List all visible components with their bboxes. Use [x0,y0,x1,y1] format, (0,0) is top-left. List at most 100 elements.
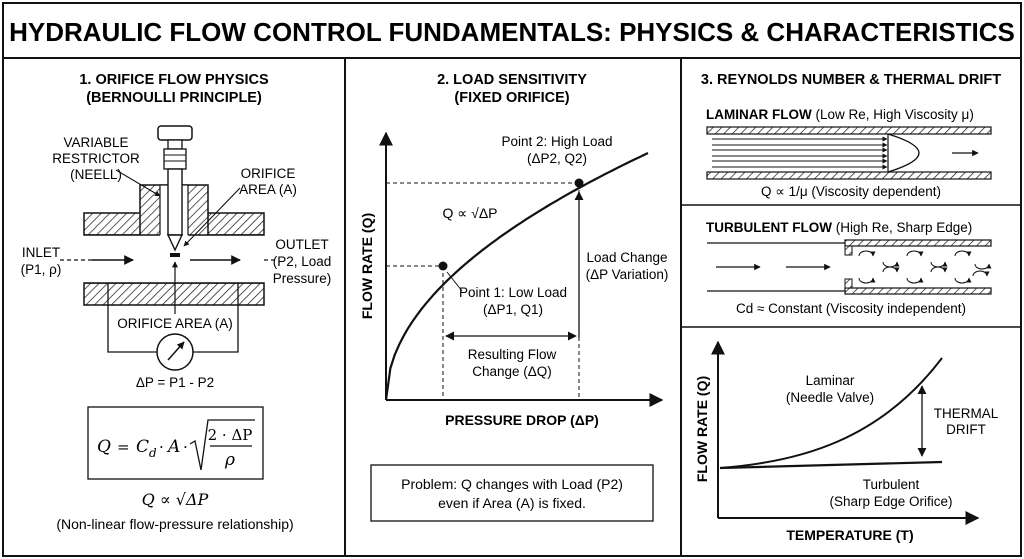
svg-text:OUTLET: OUTLET [275,237,328,252]
eddy-icon [906,277,924,284]
svg-text:Load Change: Load Change [586,250,667,265]
orifice-area-top-label: ORIFICE AREA (A) [239,166,297,197]
svg-text:Laminar: Laminar [806,373,855,388]
svg-text:VARIABLE: VARIABLE [63,135,128,150]
orifice-area-bottom-label: ORIFICE AREA (A) [117,316,233,331]
chart1-y-label: FLOW RATE (Q) [359,213,375,319]
svg-text:Point 2: High Load: Point 2: High Load [501,134,612,149]
turbulent-eddies [858,250,992,284]
eddy-icon [930,266,948,273]
resulting-flow-label: Resulting Flow Change (ΔQ) [468,347,557,379]
svg-text:(ΔP1, Q1): (ΔP1, Q1) [483,302,543,317]
eddy-icon [858,250,876,257]
svg-text:INLET: INLET [22,245,60,260]
panel-orifice-flow: 1. ORIFICE FLOW PHYSICS (BERNOULLI PRINC… [21,72,332,532]
proportionality-note: (Non-linear flow-pressure relationship) [56,516,293,532]
turbulent-curve-label: Turbulent (Sharp Edge Orifice) [829,477,952,509]
svg-text:Pressure): Pressure) [273,271,332,286]
panel2-heading-1: 2. LOAD SENSITIVITY [437,72,587,88]
inlet-label: INLET (P1, ρ) [21,245,62,277]
panel2-heading-2: (FIXED ORIFICE) [454,90,569,106]
eddy-icon [882,261,900,268]
svg-text:(Sharp Edge Orifice): (Sharp Edge Orifice) [829,494,952,509]
svg-text:A: A [166,437,180,457]
eddy-icon [972,270,990,277]
svg-text:=: = [117,438,130,456]
svg-text:Change (ΔQ): Change (ΔQ) [472,364,552,379]
svg-text:(P2, Load: (P2, Load [273,254,332,269]
svg-text:THERMAL: THERMAL [934,406,999,421]
panel-load-sensitivity: 2. LOAD SENSITIVITY (FIXED ORIFICE) FLOW… [359,72,669,522]
svg-text:Resulting Flow: Resulting Flow [468,347,557,362]
svg-text:Point 1: Low Load: Point 1: Low Load [459,285,567,300]
problem-box: Problem: Q changes with Load (P2) even i… [370,464,654,522]
svg-text:RESTRICTOR: RESTRICTOR [52,151,140,166]
svg-text:C: C [136,437,149,457]
svg-text:Q: Q [97,437,111,457]
svg-text:DRIFT: DRIFT [946,422,986,437]
svg-text:·: · [183,438,188,456]
eddy-icon [954,277,972,284]
turbulent-pipe [707,239,992,295]
thermal-drift-label: THERMAL DRIFT [934,406,999,437]
svg-text:Problem: Q changes with Load (: Problem: Q changes with Load (P2) [401,476,623,492]
page-title: HYDRAULIC FLOW CONTROL FUNDAMENTALS: PHY… [9,17,1015,47]
point-1-label: Point 1: Low Load (ΔP1, Q1) [459,285,567,317]
handle-knob [157,125,193,141]
svg-text:(ΔP2, Q2): (ΔP2, Q2) [527,151,587,166]
svg-text:(P1, ρ): (P1, ρ) [21,262,62,277]
svg-text:·: · [159,438,164,456]
panel3-heading: 3. REYNOLDS NUMBER & THERMAL DRIFT [701,72,1001,88]
laminar-note: Q ∝ 1/μ (Viscosity dependent) [761,184,941,199]
gauge-needle-icon [167,341,185,361]
panel1-heading-2: (BERNOULLI PRINCIPLE) [86,90,262,106]
svg-text:(ΔP Variation): (ΔP Variation) [586,267,669,282]
pressure-gauge [107,283,239,371]
sqrt-curve [384,152,649,401]
outlet-label: OUTLET (P2, Load Pressure) [273,237,332,286]
laminar-heading: LAMINAR FLOW (Low Re, High Viscosity μ) [706,107,974,122]
svg-text:Turbulent: Turbulent [863,477,920,492]
svg-text:(Needle Valve): (Needle Valve) [786,390,874,405]
svg-text:AREA (A): AREA (A) [239,182,297,197]
eddy-icon [930,261,948,268]
eddy-icon [954,250,972,257]
point-1-marker [438,261,448,271]
chart2-x-label: TEMPERATURE (T) [786,527,913,543]
eddy-icon [858,277,876,284]
turbulent-line [719,460,943,470]
point-1-leader [446,271,463,292]
restrictor-label: VARIABLE RESTRICTOR (NEELL) [52,135,140,182]
load-change-label: Load Change (ΔP Variation) [586,250,669,282]
laminar-pipe [706,126,992,180]
laminar-curve-label: Laminar (Needle Valve) [786,373,874,405]
chart1-x-label: PRESSURE DROP (ΔP) [445,412,599,428]
svg-text:d: d [149,446,157,460]
delta-p-label: ΔP = P1 - P2 [136,375,214,390]
eddy-icon [906,250,924,257]
velocity-profile [887,133,920,173]
svg-text:even if Area (A) is fixed.: even if Area (A) is fixed. [438,495,586,511]
turbulent-note: Cd ≈ Constant (Viscosity independent) [736,301,966,316]
svg-text:ORIFICE: ORIFICE [241,166,296,181]
eddy-icon [882,266,900,273]
svg-text:(NEELL): (NEELL) [70,167,122,182]
curve-label: Q ∝ √ΔP [442,205,497,221]
chart2-y-label: FLOW RATE (Q) [694,376,710,482]
eddy-icon [974,263,992,270]
restrictor-leader [115,169,161,197]
turbulent-heading: TURBULENT FLOW (High Re, Sharp Edge) [706,220,972,235]
point-2-label: Point 2: High Load (ΔP2, Q2) [501,134,612,166]
point-2-marker [574,178,584,188]
svg-text:ρ: ρ [224,450,235,470]
svg-text:2 · ΔP: 2 · ΔP [208,426,253,444]
needle-restrictor [157,125,193,252]
proportionality-label: Q ∝ √ΔP [142,490,209,509]
panel-reynolds-thermal: 3. REYNOLDS NUMBER & THERMAL DRIFT LAMIN… [694,72,1001,543]
laminar-curve [719,357,943,469]
flow-formula: Q = C d · A · 2 · ΔP ρ [87,406,264,480]
orifice-top-leader [183,187,241,247]
panel1-heading-1: 1. ORIFICE FLOW PHYSICS [79,72,269,88]
